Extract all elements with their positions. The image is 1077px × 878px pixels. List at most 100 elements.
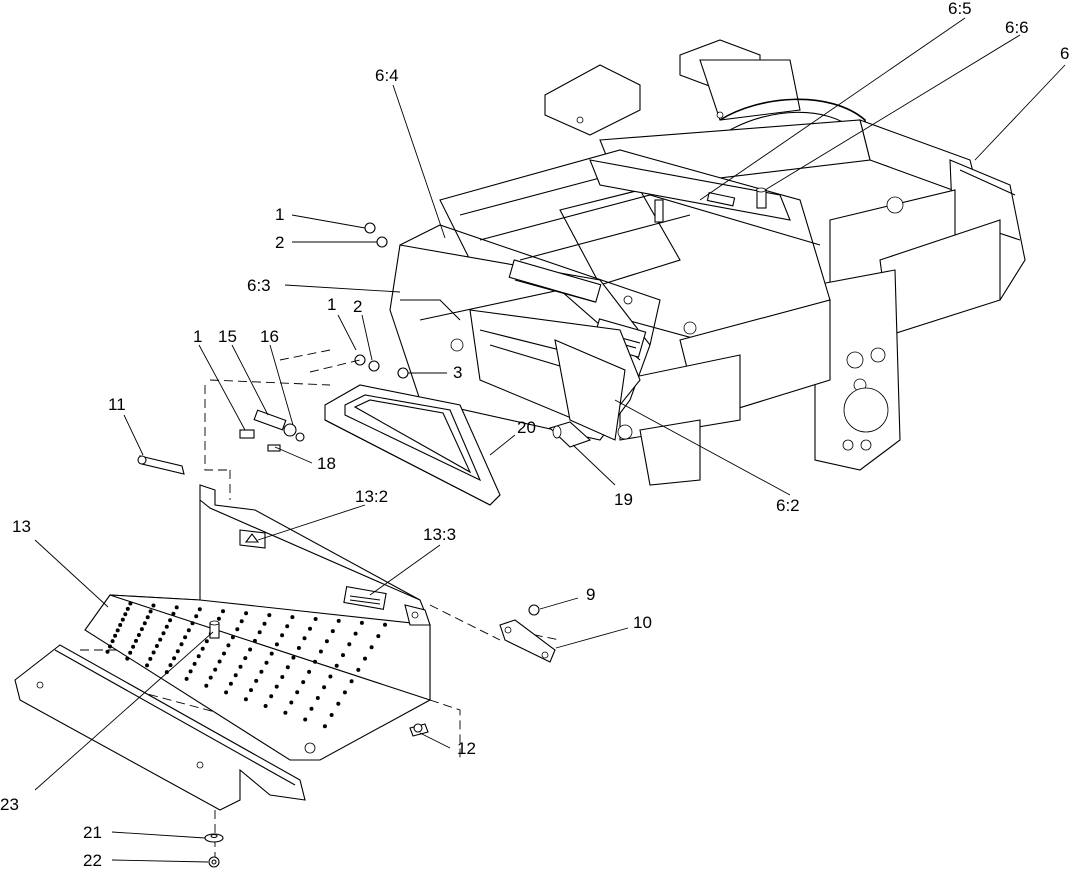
perforation-hole	[204, 683, 209, 688]
perforation-hole	[309, 706, 314, 711]
callout-3: 3	[453, 363, 462, 382]
part-9-nut	[528, 604, 540, 616]
perforation-hole	[262, 621, 267, 626]
perforation-hole	[243, 697, 248, 702]
perforation-hole	[290, 615, 295, 620]
part-11-pin	[137, 455, 185, 475]
perforation-hole	[183, 635, 188, 640]
perforation-hole	[342, 690, 347, 695]
perforation-hole	[194, 614, 199, 619]
perforation-hole	[322, 685, 327, 690]
perforation-hole	[123, 612, 128, 617]
callout-13: 13	[12, 517, 31, 536]
perforation-hole	[267, 613, 272, 618]
callout-6-3: 6:3	[247, 276, 271, 295]
perforation-hole	[280, 675, 285, 679]
perforation-hole	[148, 656, 153, 661]
perforation-hole	[252, 638, 257, 643]
perforation-hole	[369, 645, 374, 650]
perforation-hole	[328, 674, 333, 679]
callout-6-5: 6:5	[948, 0, 972, 18]
perforation-hole	[376, 634, 381, 639]
perforation-hole	[336, 701, 341, 706]
perforation-hole	[295, 690, 300, 695]
perforation-hole	[184, 676, 189, 681]
perforation-hole	[259, 669, 264, 674]
perforation-hole	[172, 656, 177, 661]
bolt-1-mid	[354, 354, 409, 379]
perforation-hole	[216, 616, 221, 621]
callout-6: 6	[1060, 44, 1069, 63]
callout-19: 19	[614, 490, 633, 509]
perforation-hole	[307, 669, 312, 674]
perforation-hole	[186, 628, 191, 633]
callout-2-mid: 2	[353, 297, 362, 316]
perforation-hole	[263, 704, 268, 708]
perforation-hole	[324, 639, 329, 644]
perforation-hole	[269, 651, 274, 656]
perforation-hole	[192, 661, 197, 666]
perforation-hole	[125, 606, 130, 611]
callout-13-2: 13:2	[355, 487, 388, 506]
part-22-nut	[208, 856, 220, 868]
callout-22: 22	[83, 851, 102, 870]
perforation-hole	[190, 621, 195, 626]
perforation-hole	[322, 724, 327, 729]
callout-11: 11	[108, 395, 126, 414]
perforation-hole	[353, 631, 358, 636]
perforation-hole	[239, 619, 244, 624]
perforation-hole	[213, 667, 218, 672]
perforation-hole	[151, 603, 156, 608]
perforation-hole	[289, 700, 294, 705]
callout-6-6: 6:6	[1005, 18, 1029, 37]
perforation-hole	[118, 623, 123, 627]
perforation-hole	[359, 620, 364, 625]
perforation-hole	[145, 615, 150, 620]
perforation-hole	[196, 654, 201, 659]
part-10-strap	[499, 619, 556, 663]
perforation-hole	[347, 642, 352, 647]
perforation-hole	[244, 611, 249, 616]
perforation-hole	[188, 669, 193, 674]
perforation-hole	[349, 679, 354, 684]
perforation-hole	[264, 660, 269, 665]
perforation-hole	[128, 601, 133, 606]
perforation-hole	[308, 626, 312, 631]
callout-6-4: 6:4	[375, 66, 399, 85]
perforation-hole	[303, 717, 308, 722]
perforation-hole	[285, 665, 290, 670]
callout-6-2: 6:2	[776, 496, 800, 515]
main-frame-assembly	[389, 39, 1026, 486]
callout-12: 12	[457, 739, 476, 758]
perforation-hole	[113, 633, 118, 638]
perforation-hole	[174, 605, 179, 610]
perforation-hole	[315, 696, 320, 700]
perforation-hole	[110, 639, 115, 644]
perforation-hole	[105, 649, 110, 654]
perforation-hole	[230, 635, 235, 640]
perforation-hole	[226, 643, 231, 648]
perforation-hole	[148, 609, 153, 614]
perforation-hole	[257, 630, 262, 635]
perforation-hole	[363, 656, 367, 661]
perforation-hole	[164, 670, 169, 675]
callout-1-top: 1	[275, 205, 284, 224]
perforation-hole	[291, 655, 296, 660]
perforation-hole	[217, 659, 222, 664]
perforation-hole	[120, 617, 125, 622]
perforation-hole	[224, 690, 229, 695]
perforation-hole	[318, 649, 323, 654]
perforation-hole	[168, 663, 173, 668]
perforation-hole	[301, 680, 306, 685]
perforation-hole	[164, 624, 169, 629]
bolt-1-top	[364, 222, 388, 248]
perforation-hole	[151, 650, 156, 655]
hinge-parts-left	[239, 409, 305, 452]
perforation-hole	[254, 678, 259, 683]
perforation-hole	[341, 653, 345, 658]
perforation-hole	[313, 617, 318, 621]
perforation-hole	[204, 639, 209, 644]
perforation-hole	[233, 673, 238, 678]
perforation-hole	[356, 667, 361, 672]
part-20-cover	[324, 384, 501, 506]
